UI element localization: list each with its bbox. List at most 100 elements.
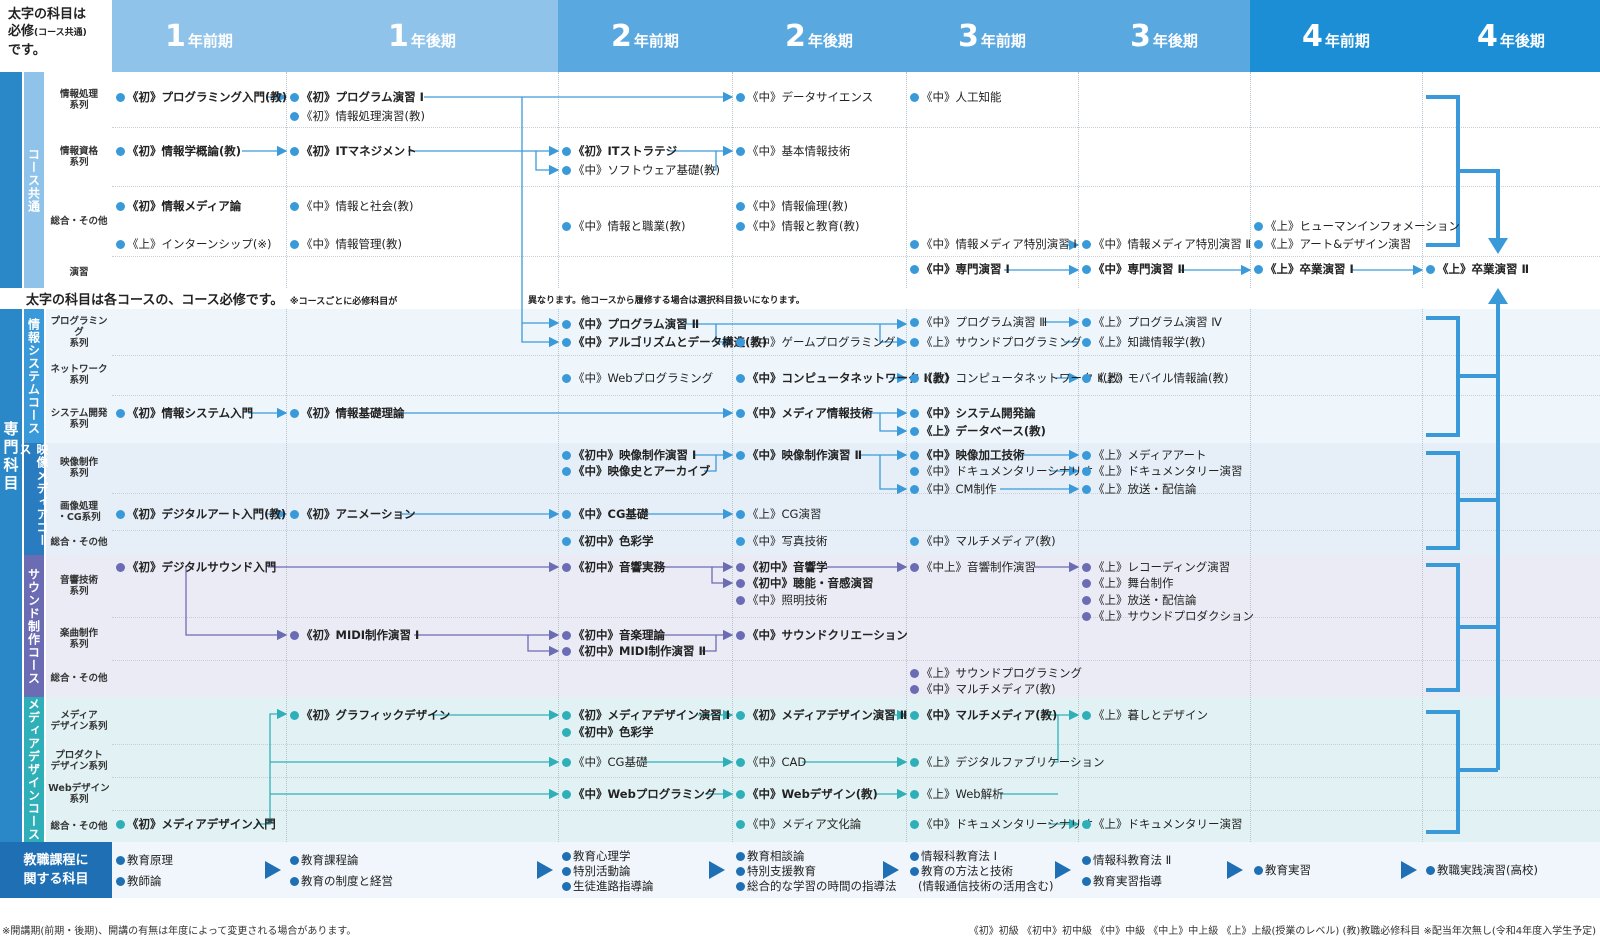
progress-arrow-icon bbox=[1401, 861, 1417, 879]
course-c12: 《中》情報と社会(教) bbox=[290, 199, 413, 213]
course-label: 《中》映像史とアーカイブ bbox=[573, 464, 711, 478]
teacher-t13: (情報通信技術の活用含む) bbox=[918, 879, 1053, 893]
band-sound-bg bbox=[112, 555, 1600, 697]
course-v12: 《中》CG基礎 bbox=[562, 507, 648, 521]
course-label: 《中》CG基礎 bbox=[573, 755, 648, 769]
bullet-dot-icon bbox=[736, 596, 745, 605]
band-label-common: コース共通 bbox=[24, 72, 44, 288]
col-divider bbox=[906, 72, 907, 842]
course-label: 《中》CG基礎 bbox=[573, 507, 649, 521]
course-label: 《初中》色彩学 bbox=[573, 725, 654, 739]
teacher-t10: 総合的な学習の時間の指導法 bbox=[736, 879, 897, 893]
bullet-dot-icon bbox=[736, 147, 745, 156]
sub-label-design-2: プロダクト デザイン系列 bbox=[50, 749, 108, 772]
row-divider bbox=[112, 744, 1600, 745]
progress-arrow-icon bbox=[537, 861, 553, 879]
course-i13: 《初》情報基礎理論 bbox=[290, 406, 405, 420]
row-divider bbox=[112, 127, 1600, 128]
course-label: 《初》情報メディア論 bbox=[127, 199, 242, 213]
bullet-dot-icon bbox=[736, 758, 745, 767]
course-d3: 《初中》色彩学 bbox=[562, 725, 654, 739]
course-label: 《中》写真技術 bbox=[747, 534, 828, 548]
bullet-dot-icon bbox=[1082, 485, 1091, 494]
bullet-dot-icon bbox=[910, 374, 919, 383]
bullet-dot-icon bbox=[116, 202, 125, 211]
mid-note-bg bbox=[0, 288, 1600, 309]
semester-term: 年前期 bbox=[980, 31, 1026, 50]
course-label: 《中》データサイエンス bbox=[747, 90, 874, 104]
teacher-label-text: 生徒進路指導論 bbox=[573, 879, 654, 893]
bullet-dot-icon bbox=[562, 728, 571, 737]
course-label: 《上》アート&デザイン演習 bbox=[1265, 237, 1412, 251]
course-label: 《上》CG演習 bbox=[747, 507, 822, 521]
course-s3: 《初中》音響学 bbox=[736, 560, 828, 574]
bullet-dot-icon bbox=[562, 563, 571, 572]
bullet-dot-icon bbox=[562, 166, 571, 175]
course-s13: 《初中》MIDI制作演習 Ⅱ bbox=[562, 644, 706, 658]
bullet-dot-icon bbox=[736, 409, 745, 418]
course-c2: 《初》プログラム演習 Ⅰ bbox=[290, 90, 424, 104]
bullet-dot-icon bbox=[910, 240, 919, 249]
header-note-line2: 必修 bbox=[8, 24, 35, 39]
course-label: 《上》Web解析 bbox=[921, 787, 1004, 801]
teacher-t16: 教育実習 bbox=[1254, 863, 1311, 877]
bullet-dot-icon bbox=[736, 510, 745, 519]
row-divider bbox=[112, 256, 1600, 257]
course-label: 《上》卒業演習 Ⅰ bbox=[1265, 262, 1354, 276]
bullet-dot-icon bbox=[1254, 240, 1263, 249]
semester-term: 年前期 bbox=[1324, 31, 1370, 50]
course-c9: 《中》ソフトウェア基礎(教) bbox=[562, 163, 720, 177]
progress-arrow-icon bbox=[883, 861, 899, 879]
bullet-dot-icon bbox=[736, 790, 745, 799]
bullet-dot-icon bbox=[910, 711, 919, 720]
bullet-dot-icon bbox=[910, 318, 919, 327]
course-i10: 《上》コンピュータネットワーク Ⅱ(教) bbox=[910, 371, 1123, 385]
bullet-dot-icon bbox=[290, 202, 299, 211]
course-label: 《中》情報倫理(教) bbox=[747, 199, 848, 213]
sub-label-common-4: 演習 bbox=[69, 266, 89, 278]
course-i2: 《中》アルゴリズムとデータ構造(教) bbox=[562, 335, 767, 349]
bullet-dot-icon bbox=[116, 510, 125, 519]
course-c20: 《中》情報メディア特別演習 Ⅱ bbox=[1082, 237, 1251, 251]
course-v14: 《初中》色彩学 bbox=[562, 534, 654, 548]
course-d2: 《初》メディアデザイン演習 Ⅰ bbox=[562, 708, 730, 722]
course-label: 《中》CAD bbox=[747, 755, 807, 769]
sub-label-it-1: プログラミング 系列 bbox=[50, 315, 108, 349]
bullet-dot-icon bbox=[116, 409, 125, 418]
teacher-label-line2: 関する科目 bbox=[23, 872, 89, 887]
course-s9: 《上》放送・配信論 bbox=[1082, 593, 1197, 607]
bullet-dot-icon bbox=[736, 222, 745, 231]
bullet-dot-icon bbox=[290, 240, 299, 249]
course-label: 《初》メディアデザイン入門 bbox=[127, 817, 276, 831]
course-label: 《中》ドキュメンタリーシナリオ bbox=[921, 817, 1094, 831]
bullet-dot-icon bbox=[290, 510, 299, 519]
bullet-dot-icon bbox=[736, 93, 745, 102]
mid-note-rest: 異なります。他コースから履修する場合は選択科目扱いになります。 bbox=[528, 296, 805, 306]
bullet-dot-icon bbox=[562, 338, 571, 347]
band-common-bg bbox=[112, 72, 1600, 288]
course-s10: 《上》サウンドプロダクション bbox=[1082, 609, 1254, 623]
sub-col-common bbox=[46, 72, 112, 288]
semester-term: 年前期 bbox=[633, 31, 679, 50]
course-i9: 《中》コンピュータネットワーク Ⅰ(教) bbox=[736, 371, 950, 385]
course-label: 《中》ソフトウェア基礎(教) bbox=[573, 163, 720, 177]
course-c19: 《中》情報メディア特別演習 Ⅰ bbox=[910, 237, 1077, 251]
semester-term: 年後期 bbox=[1499, 31, 1545, 50]
band-label-design: メディアデザインコース bbox=[24, 697, 44, 842]
footer-note-left: ※開講期(前期・後期)、開講の有無は年度によって変更される場合があります。 bbox=[2, 926, 357, 937]
course-label: 《中》マルチメディア(教) bbox=[921, 682, 1056, 696]
progress-arrow-icon bbox=[709, 861, 725, 879]
semester-term: 年後期 bbox=[1152, 31, 1198, 50]
header-note-line1: 太字の科目は bbox=[8, 7, 87, 22]
bullet-dot-icon bbox=[910, 537, 919, 546]
bullet-dot-icon bbox=[1082, 451, 1091, 460]
semester-year: 4 bbox=[1477, 18, 1498, 54]
teacher-label: 教職課程に関する科目 bbox=[0, 842, 112, 898]
course-s5: 《中》照明技術 bbox=[736, 593, 828, 607]
sub-col-sound bbox=[46, 555, 112, 697]
course-label: 《中》メディア文化論 bbox=[747, 817, 862, 831]
course-label: 《初》情報基礎理論 bbox=[301, 406, 405, 420]
bullet-dot-icon bbox=[562, 222, 571, 231]
